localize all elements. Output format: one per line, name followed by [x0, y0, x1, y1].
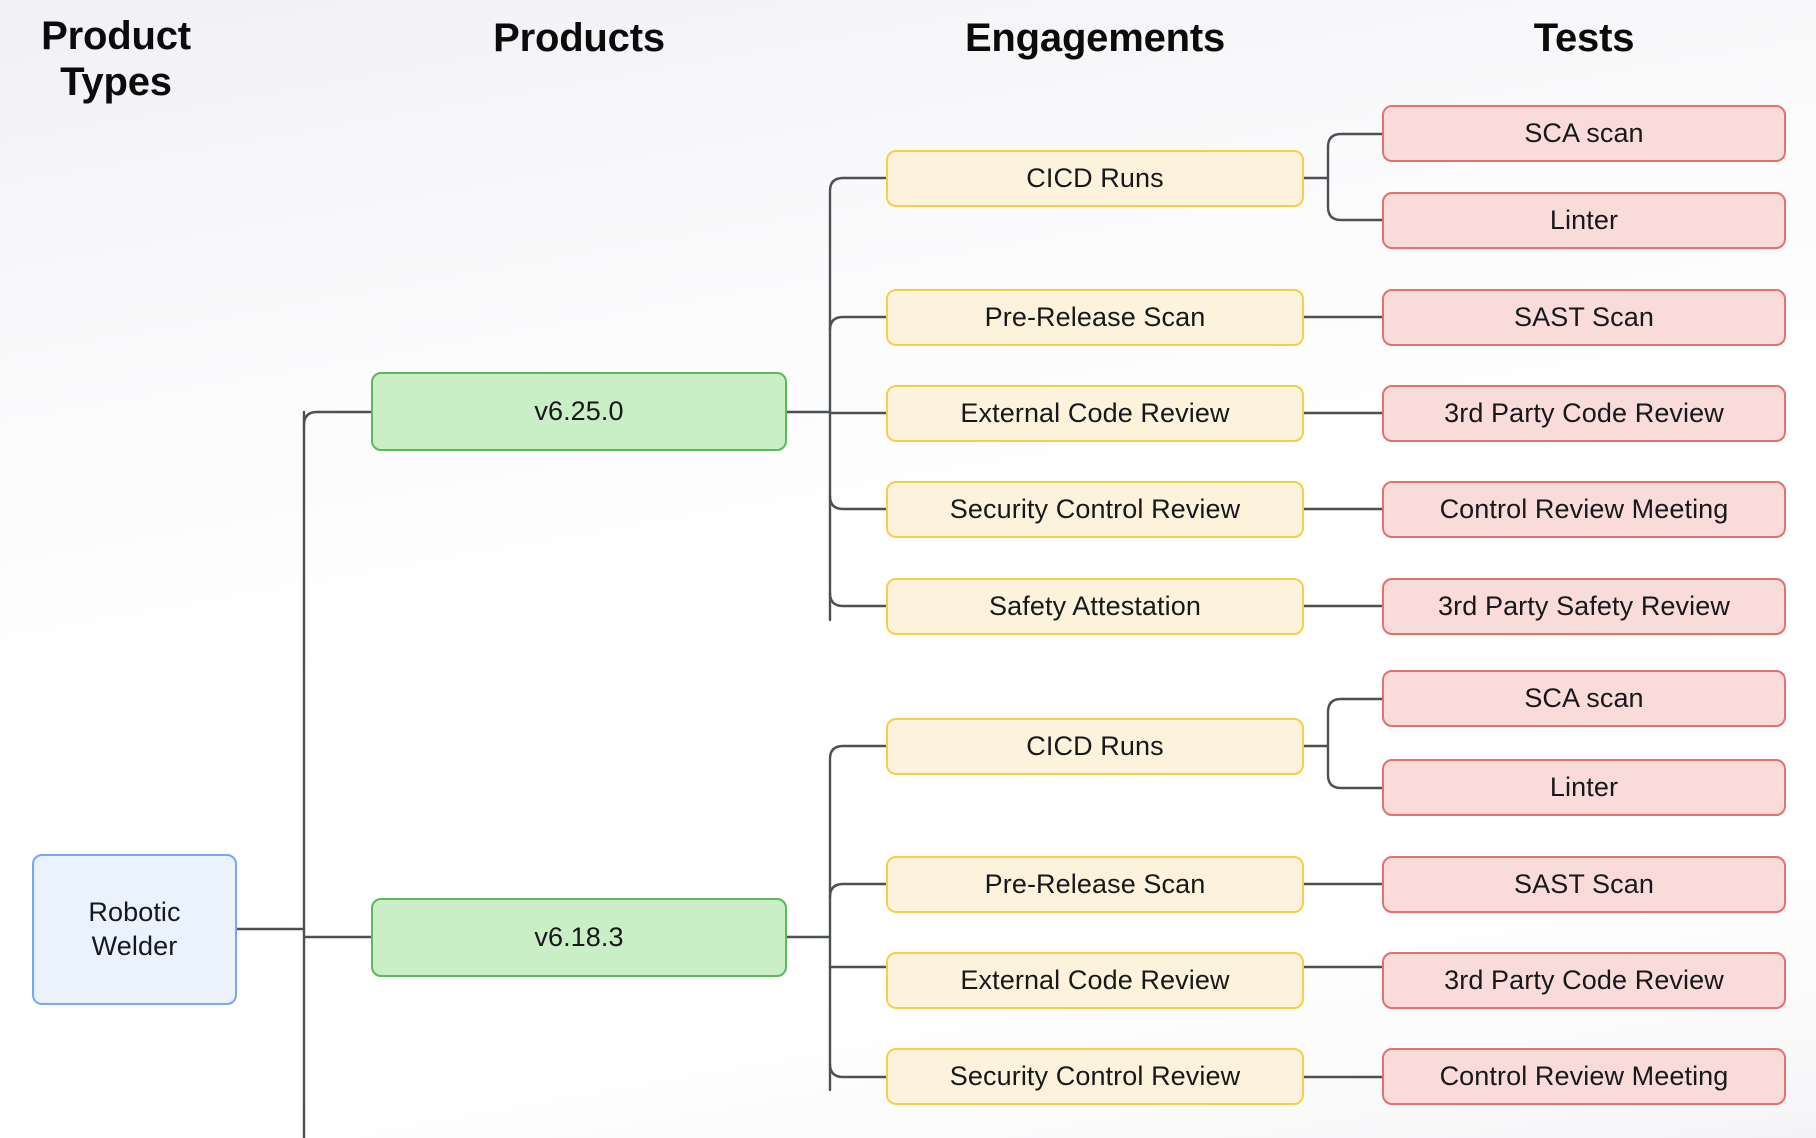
node-label: External Code Review [960, 397, 1230, 428]
node-label: SCA scan [1524, 682, 1644, 713]
node-label: Linter [1549, 204, 1619, 235]
connector-line [1326, 697, 1384, 714]
node-v6-25-0[interactable]: v6.25.0 [371, 372, 787, 451]
node-test-sast-1[interactable]: SAST Scan [1382, 289, 1786, 346]
node-test-3rdcode-1[interactable]: 3rd Party Code Review [1382, 385, 1786, 442]
connector-line [828, 1062, 888, 1079]
node-label: CICD Runs [1026, 162, 1164, 193]
node-test-controlmtg-2[interactable]: Control Review Meeting [1382, 1048, 1786, 1105]
node-label: Control Review Meeting [1439, 1060, 1729, 1091]
column-header-product-types: Product Types [41, 14, 191, 104]
connector-line [828, 591, 888, 608]
connector-line [1326, 773, 1384, 790]
node-label: v6.25.0 [534, 395, 624, 426]
node-eng-cicd-2[interactable]: CICD Runs [886, 718, 1304, 775]
node-eng-prerelease-1[interactable]: Pre-Release Scan [886, 289, 1304, 346]
node-test-3rdsafety-1[interactable]: 3rd Party Safety Review [1382, 578, 1786, 635]
connector-line [828, 744, 888, 761]
node-label: Safety Attestation [989, 590, 1201, 621]
node-label: Security Control Review [949, 493, 1241, 524]
node-label: 3rd Party Code Review [1444, 397, 1724, 428]
column-header-products: Products [493, 16, 665, 60]
node-test-3rdcode-2[interactable]: 3rd Party Code Review [1382, 952, 1786, 1009]
node-label: CICD Runs [1026, 730, 1164, 761]
node-test-linter-1[interactable]: Linter [1382, 192, 1786, 249]
node-label: SAST Scan [1514, 301, 1654, 332]
node-eng-seccontrol-1[interactable]: Security Control Review [886, 481, 1304, 538]
node-test-linter-2[interactable]: Linter [1382, 759, 1786, 816]
node-eng-cicd-1[interactable]: CICD Runs [886, 150, 1304, 207]
node-test-sca-1[interactable]: SCA scan [1382, 105, 1786, 162]
node-label: Robotic Welder [88, 896, 181, 961]
node-v6-18-3[interactable]: v6.18.3 [371, 898, 787, 977]
node-test-sast-2[interactable]: SAST Scan [1382, 856, 1786, 913]
node-eng-prerelease-2[interactable]: Pre-Release Scan [886, 856, 1304, 913]
node-label: External Code Review [960, 964, 1230, 995]
node-label: SCA scan [1524, 117, 1644, 148]
node-label: Pre-Release Scan [984, 868, 1206, 899]
node-eng-extcode-2[interactable]: External Code Review [886, 952, 1304, 1009]
node-test-sca-2[interactable]: SCA scan [1382, 670, 1786, 727]
node-eng-seccontrol-2[interactable]: Security Control Review [886, 1048, 1304, 1105]
node-eng-safety-1[interactable]: Safety Attestation [886, 578, 1304, 635]
connector-line [828, 494, 888, 511]
node-label: Linter [1549, 771, 1619, 802]
node-label: Security Control Review [949, 1060, 1241, 1091]
connector-line [1326, 132, 1384, 149]
node-label: 3rd Party Code Review [1444, 964, 1724, 995]
column-header-engagements: Engagements [964, 16, 1226, 60]
node-label: v6.18.3 [534, 921, 624, 952]
node-label: Pre-Release Scan [984, 301, 1206, 332]
connector-line [828, 176, 888, 193]
connector-line [1326, 205, 1384, 222]
node-test-controlmtg-1[interactable]: Control Review Meeting [1382, 481, 1786, 538]
node-eng-extcode-1[interactable]: External Code Review [886, 385, 1304, 442]
node-robotic-welder[interactable]: Robotic Welder [32, 854, 237, 1005]
node-label: 3rd Party Safety Review [1438, 590, 1730, 621]
connector-line [828, 882, 888, 899]
connector-line [302, 410, 373, 427]
column-header-tests: Tests [1533, 16, 1635, 60]
connector-line [828, 315, 888, 332]
node-label: Control Review Meeting [1439, 493, 1729, 524]
node-label: SAST Scan [1514, 868, 1654, 899]
